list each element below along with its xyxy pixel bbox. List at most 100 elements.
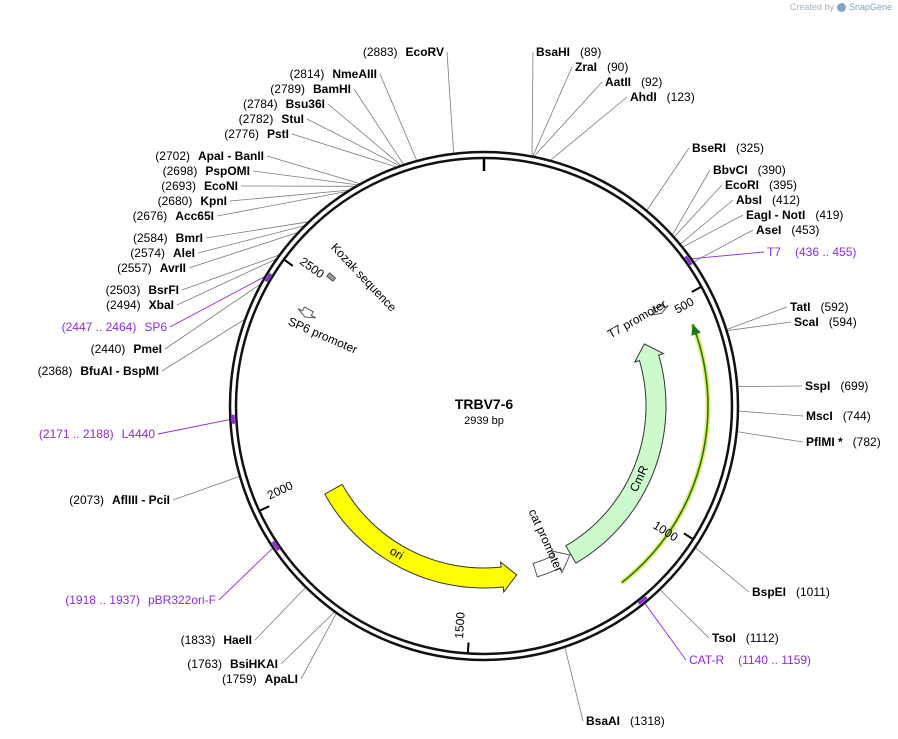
- site-name: AatII: [605, 75, 631, 89]
- site-label: (2693)EcoNI: [161, 179, 238, 193]
- plasmid-size: 2939 bp: [464, 415, 504, 427]
- site-leader-line: [353, 88, 405, 166]
- site-leader-line: [188, 231, 300, 269]
- site-position: (412): [772, 193, 800, 207]
- site-leader-line: [673, 184, 723, 238]
- primer-site-mark: [684, 255, 693, 266]
- site-label: (2814)NmeAIII: [290, 67, 377, 81]
- primer-range: (2171 .. 2188): [39, 427, 114, 441]
- site-label: ZraI(90): [575, 60, 628, 74]
- tick-label: 500: [672, 294, 697, 316]
- tick-label: 2500: [297, 254, 327, 281]
- cat-promoter-feature: [532, 550, 571, 578]
- site-name: BsiHKAI: [230, 657, 278, 671]
- site-name: TsoI: [712, 631, 736, 645]
- site-leader-line: [254, 586, 307, 641]
- site-label: AbsI(412): [736, 193, 800, 207]
- site-position: (2073): [69, 493, 104, 507]
- site-leader-line: [659, 589, 710, 639]
- site-position: (1318): [630, 714, 665, 728]
- site-name: AleI: [173, 246, 195, 260]
- site-label: (2698)PspOMI: [163, 164, 250, 178]
- site-leader-line: [291, 133, 398, 168]
- primer-name: T7: [767, 245, 781, 259]
- site-label: EagI - NotI(419): [746, 208, 843, 222]
- site-position: (594): [829, 315, 857, 329]
- primer-leader-line: [690, 251, 765, 260]
- site-label: BspEI(1011): [752, 585, 830, 599]
- credit-brand: SnapGene: [848, 2, 892, 12]
- site-leader-line: [216, 190, 349, 217]
- site-label: (2440)PmeI: [91, 342, 162, 356]
- primer-leader-line: [644, 602, 687, 661]
- primer-site-mark: [264, 272, 272, 283]
- site-label: (2574) AleI: [130, 246, 195, 260]
- site-position: (2574): [130, 246, 165, 260]
- site-leader-line: [379, 73, 418, 162]
- site-name: EcoNI: [204, 179, 238, 193]
- site-position: (123): [667, 90, 695, 104]
- site-leader-line: [164, 282, 262, 350]
- primer-range: (436 .. 455): [795, 245, 856, 259]
- site-name: ZraI: [575, 60, 597, 74]
- primer-name: SP6: [144, 320, 167, 334]
- site-position: (2368): [38, 364, 73, 378]
- cat-r-primer-arrow: [621, 323, 709, 584]
- primer-leader-line: [157, 418, 231, 435]
- site-leader-line: [280, 611, 336, 665]
- site-position: (2698): [163, 164, 198, 178]
- site-name: TatI: [790, 300, 810, 314]
- site-leader-line: [161, 318, 246, 372]
- site-label: ScaI(594): [794, 315, 857, 329]
- site-leader-line: [549, 96, 628, 162]
- site-position: (2782): [239, 112, 274, 126]
- site-position: (92): [641, 75, 662, 89]
- site-position: (2503): [106, 283, 141, 297]
- site-leader-line: [737, 410, 804, 417]
- site-leader-line: [532, 66, 573, 157]
- ori-feature: [324, 483, 518, 594]
- backbone-inner: [234, 156, 734, 656]
- site-name: EagI - NotI: [746, 208, 805, 222]
- site-leader-line: [327, 103, 402, 167]
- site-name: BmrI: [176, 231, 203, 245]
- site-label: (1833)HaeII: [181, 633, 252, 647]
- t7-promoter-feature: [650, 303, 669, 316]
- site-label: (2557)AvrII: [117, 261, 186, 275]
- site-label: AatII (92): [605, 75, 662, 89]
- site-name: MscI: [806, 409, 833, 423]
- site-position: (395): [769, 178, 797, 192]
- site-name: AhdI: [630, 90, 657, 104]
- site-name: NmeAIII: [332, 67, 377, 81]
- tick-mark: [284, 259, 294, 267]
- site-position: (2789): [270, 82, 305, 96]
- primer-site-mark: [637, 596, 648, 605]
- site-label: (2782)StuI: [239, 112, 304, 126]
- site-position: (2680): [158, 194, 193, 208]
- leaders-layer: [157, 51, 804, 722]
- site-leader-line: [531, 51, 534, 157]
- site-label: (2676)Acc65I: [133, 209, 214, 223]
- site-position: (1763): [187, 657, 222, 671]
- primer-highlight: [620, 323, 711, 585]
- site-position: (2883): [363, 45, 398, 59]
- site-position: (699): [840, 379, 868, 393]
- site-label: AseI(453): [756, 223, 819, 237]
- site-position: (2702): [155, 149, 190, 163]
- site-position: (1112): [746, 631, 779, 645]
- site-label: (2680)KpnI: [158, 194, 227, 208]
- primer-label: T7 (436 .. 455): [767, 245, 856, 259]
- tick-label: 1500: [452, 611, 468, 639]
- site-label: TatI (592): [790, 300, 848, 314]
- credit-prefix: Created by: [789, 2, 834, 12]
- site-position: (2440): [91, 342, 126, 356]
- site-position: (2784): [243, 97, 278, 111]
- site-position: (592): [820, 300, 848, 314]
- site-label: BsaAI(1318): [586, 714, 665, 728]
- primer-name: pBR322ori-F: [148, 593, 216, 607]
- site-label: PflMI *(782): [806, 435, 881, 449]
- site-name: EcoRV: [406, 45, 444, 59]
- tick-mark: [259, 505, 270, 512]
- feature-label: SP6 promoter: [286, 314, 360, 356]
